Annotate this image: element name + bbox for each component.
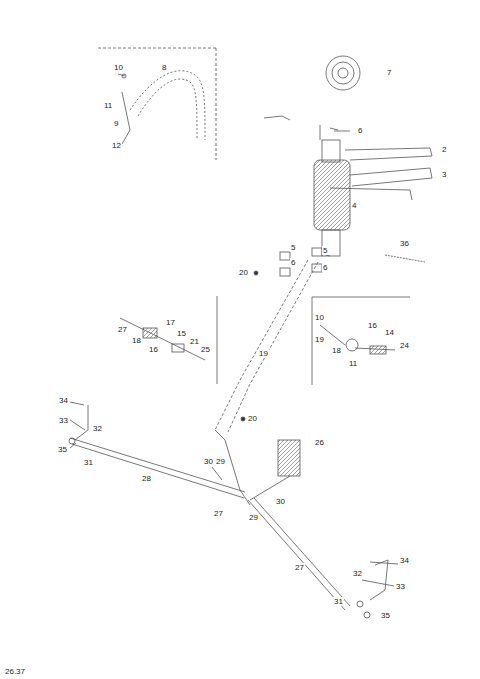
callout-number: 34 xyxy=(58,396,69,405)
callout-number: 28 xyxy=(141,474,152,483)
callout-number: 16 xyxy=(148,345,159,354)
callout-number: 10 xyxy=(113,63,124,72)
callout-number: 32 xyxy=(92,424,103,433)
callout-number: 4 xyxy=(351,201,357,210)
callout-number: 9 xyxy=(113,119,119,128)
callout-number: 17 xyxy=(165,318,176,327)
callout-number: 12 xyxy=(111,141,122,150)
callout-number: 29 xyxy=(248,513,259,522)
callout-number: 27 xyxy=(294,563,305,572)
callout-number: 19 xyxy=(258,349,269,358)
callout-number: 35 xyxy=(380,611,391,620)
callout-number: 15 xyxy=(176,329,187,338)
callout-number: 7 xyxy=(386,68,392,77)
callout-number: 14 xyxy=(384,328,395,337)
callout-number: 33 xyxy=(58,416,69,425)
callout-number: 19 xyxy=(314,335,325,344)
callout-number: 25 xyxy=(200,345,211,354)
callout-number: 6 xyxy=(357,126,363,135)
callout-number: 27 xyxy=(213,509,224,518)
callout-number: 2 xyxy=(441,145,447,154)
callout-number: 35 xyxy=(57,445,68,454)
callout-number: 31 xyxy=(333,597,344,606)
callout-number: 20 xyxy=(247,414,258,423)
callout-number: 11 xyxy=(348,359,358,368)
callout-number: 3 xyxy=(441,170,447,179)
callout-number: 27 xyxy=(117,325,128,334)
callout-number: 21 xyxy=(189,337,200,346)
callout-number: 6 xyxy=(322,263,328,272)
callout-number: 16 xyxy=(367,321,378,330)
callout-number: 26 xyxy=(314,438,325,447)
callout-number: 18 xyxy=(131,336,142,345)
callout-number: 34 xyxy=(399,556,410,565)
callout-number: 31 xyxy=(83,458,94,467)
callout-number: 24 xyxy=(399,341,410,350)
callout-number: 11 xyxy=(103,101,113,110)
callout-number: 36 xyxy=(399,239,410,248)
callout-number: 8 xyxy=(161,63,167,72)
callout-number: 5 xyxy=(290,243,296,252)
callout-number: 30 xyxy=(203,457,214,466)
callout-number: 18 xyxy=(331,346,342,355)
callout-number: 5 xyxy=(322,246,328,255)
callout-number: 10 xyxy=(314,313,325,322)
callout-number: 20 xyxy=(238,268,249,277)
callout-number: 32 xyxy=(352,569,363,578)
callout-number: 33 xyxy=(395,582,406,591)
callout-number: 6 xyxy=(290,258,296,267)
callout-number: 29 xyxy=(215,457,226,466)
callout-number: 30 xyxy=(275,497,286,506)
callout-number: 26.37 xyxy=(4,667,26,676)
